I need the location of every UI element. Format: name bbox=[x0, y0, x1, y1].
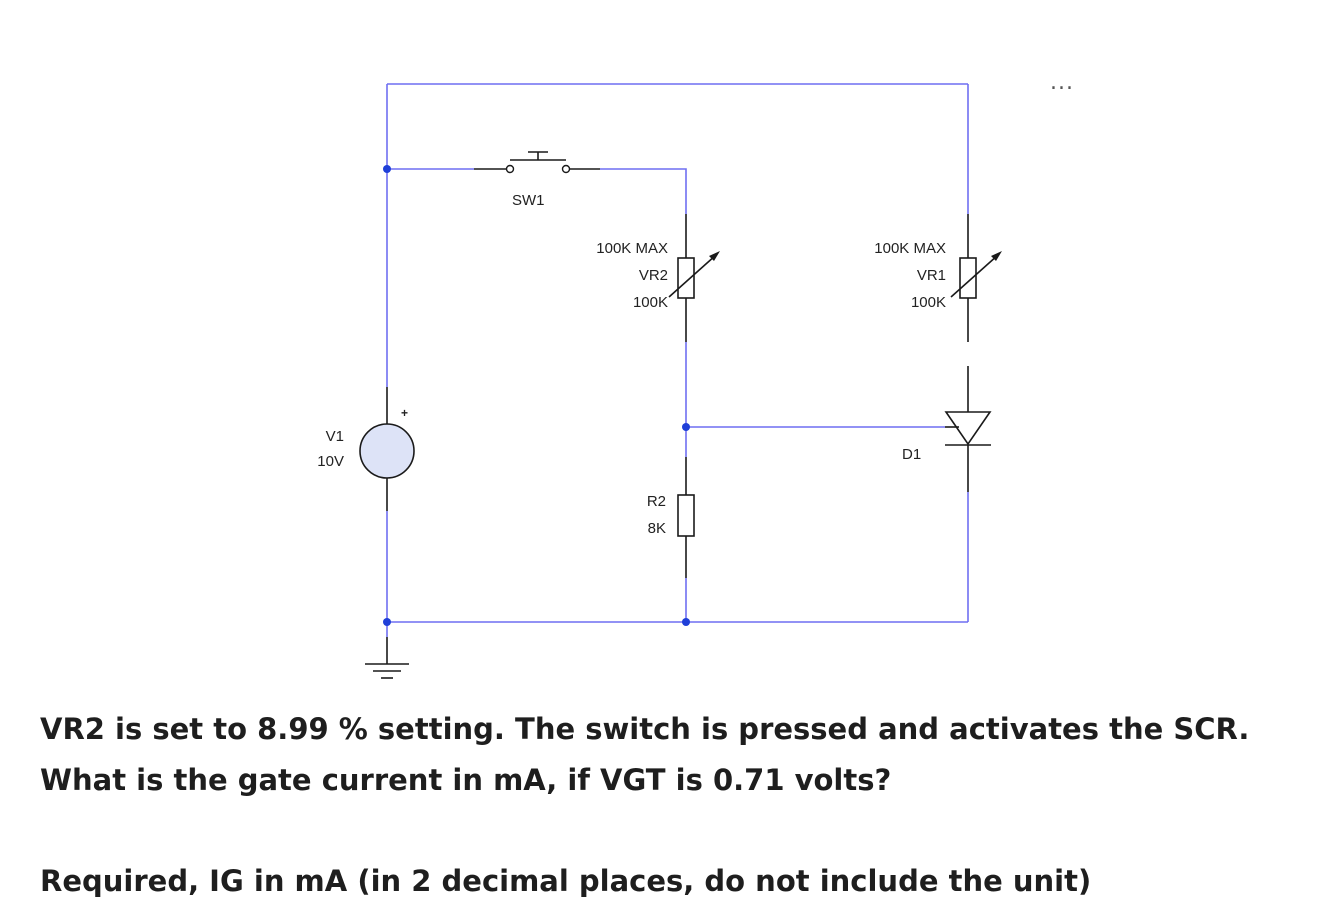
vr2-value-label: 100K bbox=[633, 294, 668, 311]
vr1-value-label: 100K bbox=[911, 294, 946, 311]
v1-name-label: V1 bbox=[326, 428, 344, 445]
variable-resistor-vr1[interactable]: 100K MAX VR1 100K bbox=[874, 214, 1002, 342]
resistor-r2[interactable]: R2 8K bbox=[647, 457, 695, 578]
vr2-name-label: VR2 bbox=[639, 267, 668, 284]
v1-value-label: 10V bbox=[317, 453, 344, 470]
question-text: VR2 is set to 8.99 % setting. The switch… bbox=[40, 712, 1250, 797]
required-instruction: Required, IG in mA (in 2 decimal places,… bbox=[40, 864, 1092, 898]
sw1-label: SW1 bbox=[512, 192, 545, 209]
d1-label: D1 bbox=[902, 446, 921, 463]
vr1-max-label: 100K MAX bbox=[874, 240, 946, 257]
r2-name-label: R2 bbox=[647, 493, 666, 510]
junction-node bbox=[682, 423, 690, 431]
circuit-diagram: SW1 100K MAX VR2 100K 100K MAX VR1 100K … bbox=[317, 83, 1002, 679]
variable-resistor-vr2[interactable]: 100K MAX VR2 100K bbox=[596, 214, 720, 342]
junction-node bbox=[682, 618, 690, 626]
vr2-max-label: 100K MAX bbox=[596, 240, 668, 257]
v1-plus-sign: + bbox=[401, 406, 408, 420]
wire-from-switch bbox=[600, 168, 687, 214]
junction-node bbox=[383, 618, 391, 626]
switch-sw1[interactable]: SW1 bbox=[474, 151, 600, 209]
ground-symbol bbox=[365, 637, 409, 679]
voltage-source-v1[interactable]: + V1 10V bbox=[317, 387, 415, 511]
junction-node bbox=[383, 165, 391, 173]
more-options-icon[interactable]: ... bbox=[1050, 70, 1074, 95]
scr-d1[interactable]: D1 bbox=[902, 366, 992, 492]
r2-value-label: 8K bbox=[648, 520, 666, 537]
vr1-name-label: VR1 bbox=[917, 267, 946, 284]
wires bbox=[386, 83, 969, 637]
